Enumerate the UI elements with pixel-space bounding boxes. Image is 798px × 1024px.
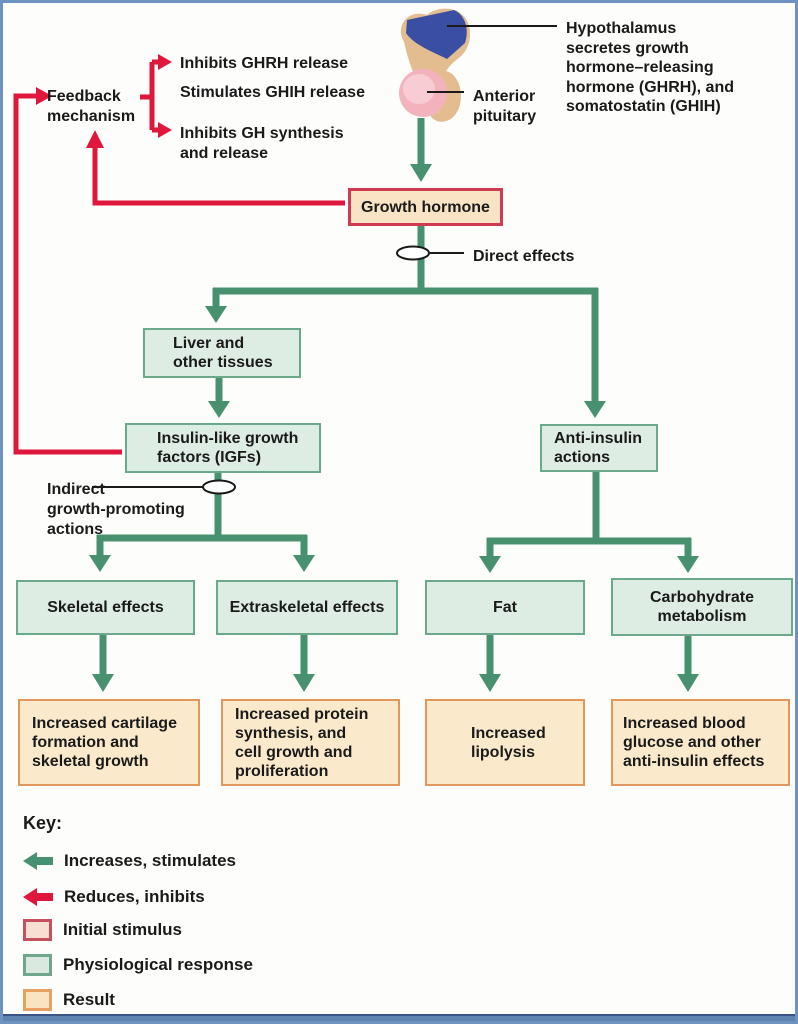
key-item-reduces-label: Reduces, inhibits: [64, 887, 205, 906]
liver-box-label: Liver and other tissues: [173, 335, 273, 371]
direct-effects-receptor-ellipse: [396, 245, 430, 261]
key-item-increases-label: Increases, stimulates: [64, 851, 236, 870]
indirect-effects-label: Indirect growth-promoting actions: [47, 481, 185, 538]
indirect-effects-receptor-ellipse: [202, 479, 236, 495]
feedback-mechanism-label: Feedback mechanism: [47, 88, 136, 125]
connector-lines: [13, 8, 699, 692]
result-cartilage-box: Increased cartilage formation and skelet…: [18, 699, 200, 786]
result-glucose-box-label: Increased blood glucose and other anti-i…: [623, 715, 765, 770]
carbohydrate-metabolism-box-label: Carbohydrate metabolism: [649, 589, 755, 625]
key-item-initial-stimulus-label: Initial stimulus: [63, 920, 183, 939]
anterior-pituitary-label: Anterior pituitary: [473, 88, 537, 125]
result-protein-box-label: Increased protein synthesis, and cell gr…: [235, 705, 369, 780]
key-item-increases: Increases, stimulates: [23, 849, 236, 873]
key-title: Key:: [23, 813, 63, 833]
carbohydrate-metabolism-box: Carbohydrate metabolism: [611, 578, 793, 636]
igf-box: Insulin-like growth factors (IGFs): [125, 423, 321, 473]
pituitary-gland-illustration: [399, 8, 471, 122]
inhibits-gh-label: Inhibits GH synthesis and release: [180, 125, 344, 162]
green-arrowheads: [89, 164, 699, 692]
stimulates-ghih-label: Stimulates GHIH release: [180, 84, 365, 101]
growth-hormone-box: Growth hormone: [348, 188, 503, 226]
frame-bottom-bar: [3, 1014, 795, 1021]
extraskeletal-effects-box-label: Extraskeletal effects: [229, 599, 385, 616]
red-arrowheads: [36, 54, 172, 148]
anti-insulin-box: Anti-insulin actions: [540, 424, 658, 472]
result-protein-box: Increased protein synthesis, and cell gr…: [221, 699, 400, 786]
physiological-response-swatch-icon: [23, 954, 52, 976]
increase-arrow-icon: [23, 852, 53, 870]
direct-effects-label: Direct effects: [473, 248, 575, 265]
key-item-physiological-response-label: Physiological response: [63, 955, 253, 974]
result-cartilage-box-label: Increased cartilage formation and skelet…: [32, 715, 177, 770]
key-item-result-label: Result: [63, 990, 115, 1009]
label-pointer-lines: [92, 25, 557, 488]
inhibits-ghrh-label: Inhibits GHRH release: [180, 55, 349, 72]
red-connectors: [13, 59, 345, 455]
result-lipolysis-box: Increased lipolysis: [425, 699, 585, 786]
key-item-initial-stimulus: Initial stimulus: [23, 918, 182, 942]
result-swatch-icon: [23, 989, 52, 1011]
liver-box: Liver and other tissues: [143, 328, 301, 378]
skeletal-effects-box: Skeletal effects: [16, 580, 195, 635]
reduce-arrow-icon: [23, 888, 53, 906]
hypothalamus-note: Hypothalamus secretes growth hormone–rel…: [566, 20, 734, 115]
result-lipolysis-box-label: Increased lipolysis: [471, 724, 546, 761]
anti-insulin-box-label: Anti-insulin actions: [554, 430, 642, 466]
fat-box-label: Fat: [493, 599, 517, 616]
key-item-result: Result: [23, 988, 115, 1012]
key-item-physiological-response: Physiological response: [23, 953, 253, 977]
extraskeletal-effects-box: Extraskeletal effects: [216, 580, 398, 635]
result-glucose-box: Increased blood glucose and other anti-i…: [611, 699, 790, 786]
growth-hormone-box-label: Growth hormone: [361, 198, 490, 216]
fat-box: Fat: [425, 580, 585, 635]
skeletal-effects-box-label: Skeletal effects: [47, 599, 164, 616]
igf-box-label: Insulin-like growth factors (IGFs): [157, 430, 299, 466]
initial-stimulus-swatch-icon: [23, 919, 52, 941]
key-item-reduces: Reduces, inhibits: [23, 885, 205, 909]
